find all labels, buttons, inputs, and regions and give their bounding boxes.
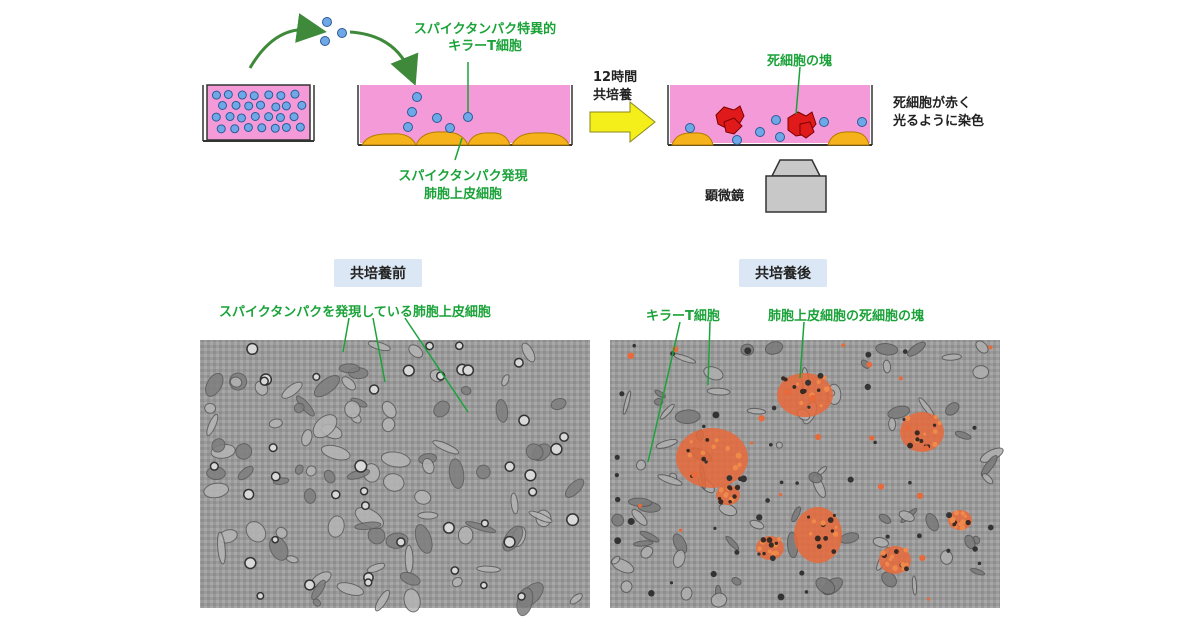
dish-tcells [202, 84, 315, 142]
annotation-before: スパイクタンパクを発現している肺胞上皮細胞 [219, 305, 491, 320]
title-after: 共培養後 [739, 259, 827, 287]
arrow-yellow [589, 100, 656, 144]
title-before: 共培養前 [334, 259, 422, 287]
label-epithelial: スパイクタンパク発現肺胞上皮細胞 [398, 169, 528, 202]
label-dead-clump: 死細胞の塊 [767, 54, 833, 69]
annotation-lines-after [647, 321, 805, 463]
dish-after [667, 66, 873, 146]
annotation-lines-before [342, 317, 469, 413]
label-coculture-time: 12時間共培養 [593, 70, 638, 103]
annotation-after-tcell: キラーT細胞 [646, 309, 720, 324]
dish-coculture [357, 62, 573, 161]
photo-before [200, 340, 590, 617]
arrow-curve-left [248, 13, 327, 69]
annotation-after-clump: 肺胞上皮細胞の死細胞の塊 [768, 309, 925, 324]
arrow-curve-right [349, 30, 419, 86]
label-killer-t-top: スパイクタンパク特異的キラーT細胞 [413, 22, 557, 54]
label-microscope: 顕微鏡 [705, 189, 745, 204]
label-stain: 死細胞が赤く光るように染色 [893, 96, 985, 129]
microscope-icon [765, 159, 827, 213]
photo-after [610, 340, 1004, 608]
